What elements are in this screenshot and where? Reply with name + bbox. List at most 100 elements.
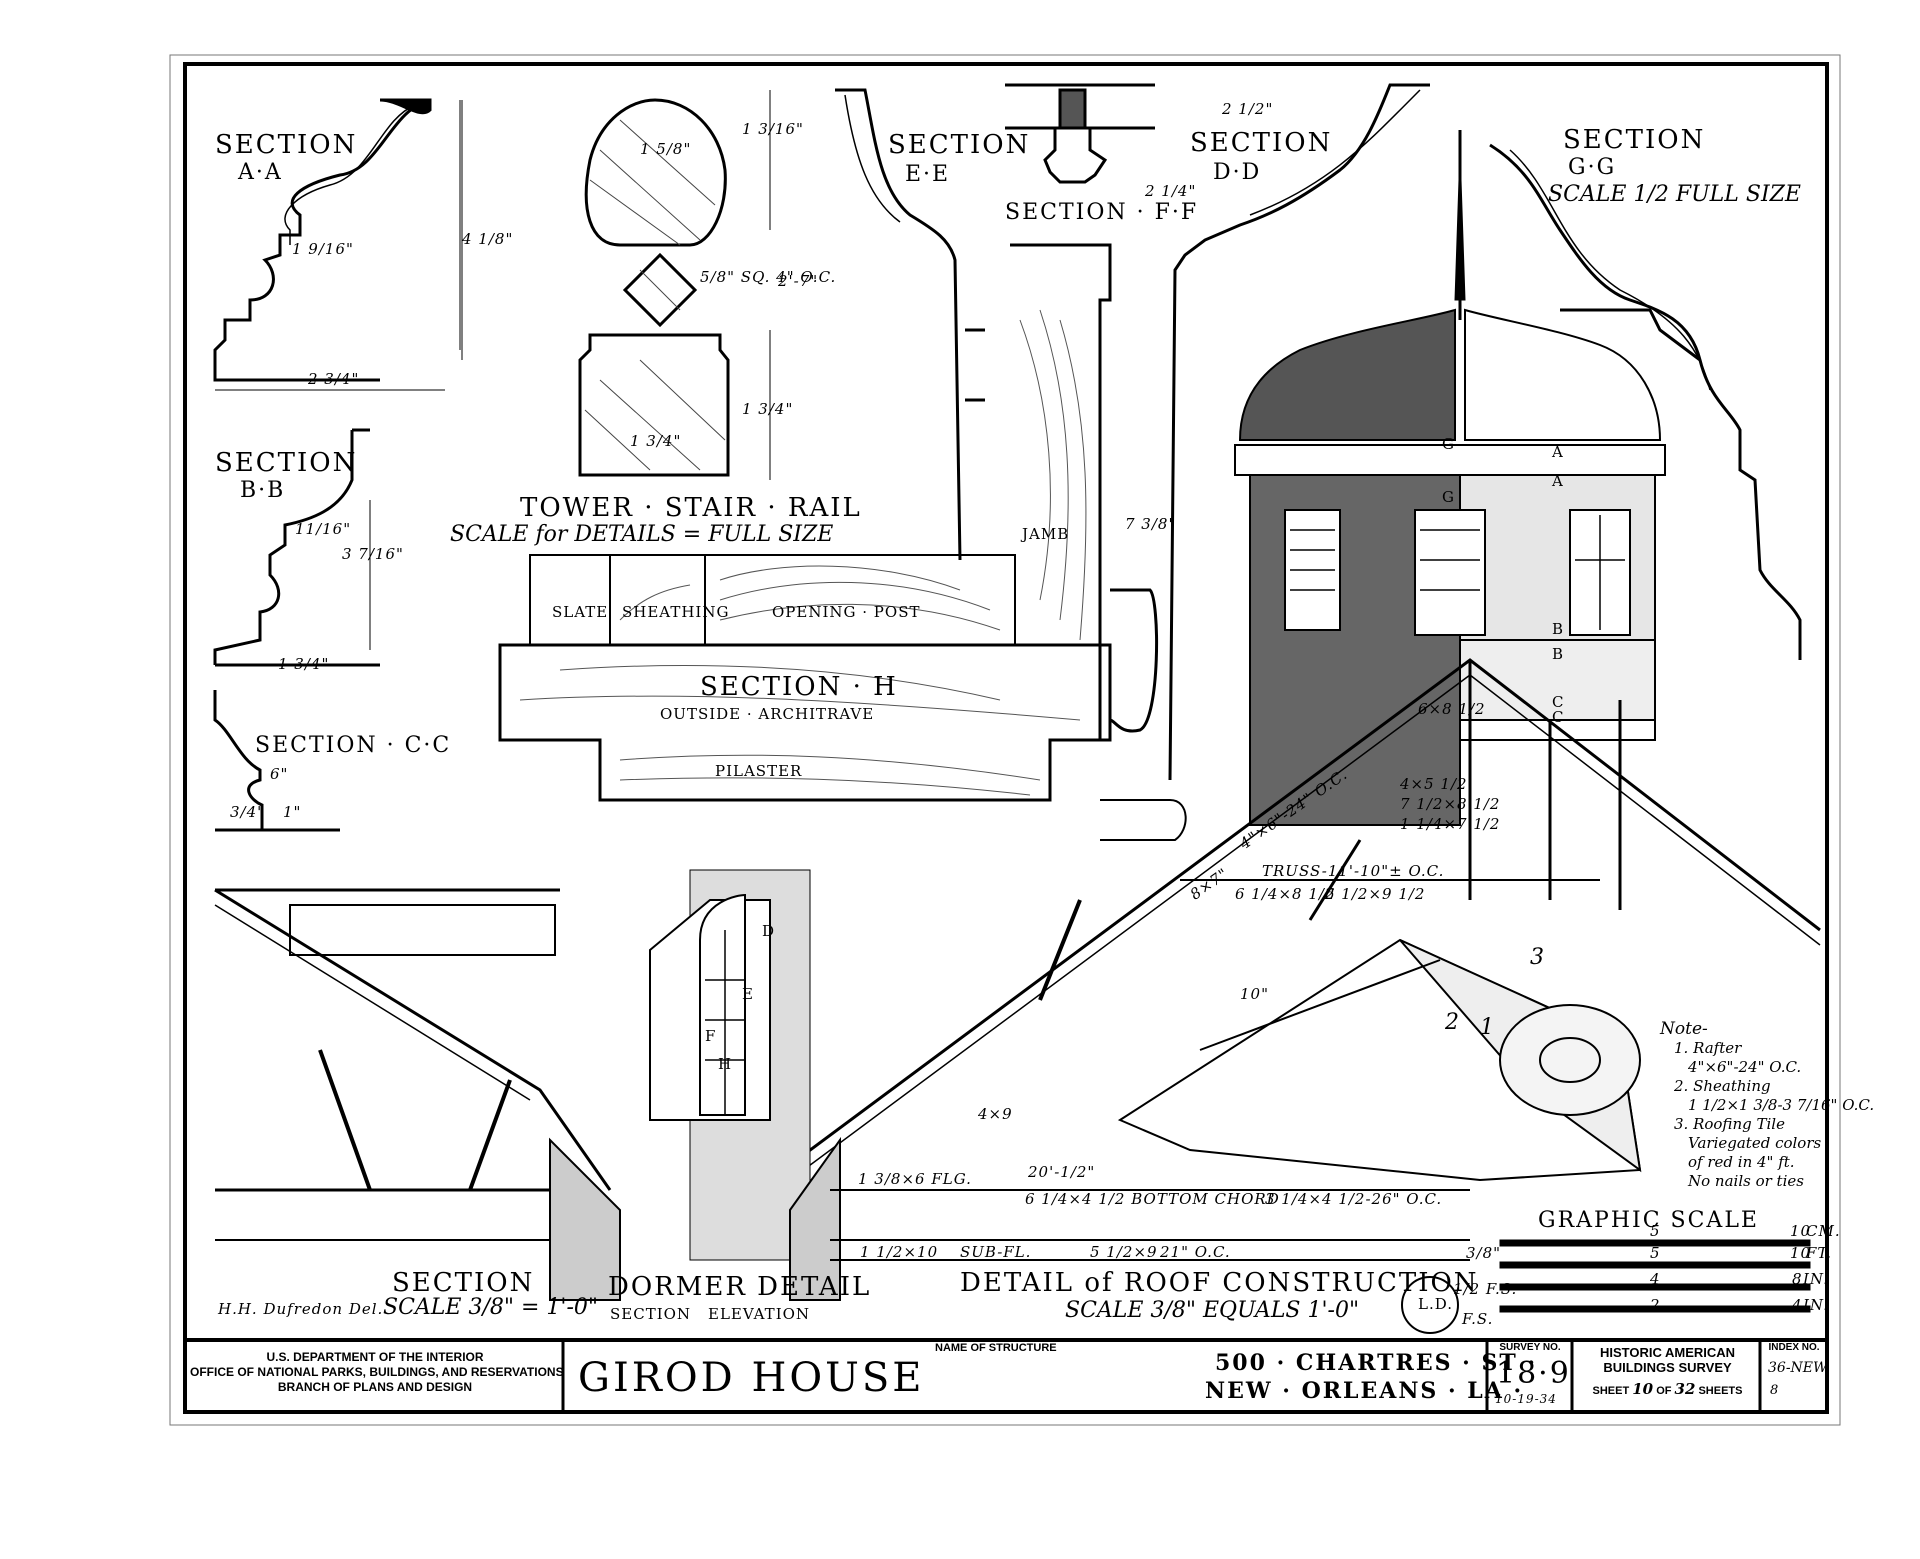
section-h-label-opening-post: OPENING · POST [772,603,921,621]
tower-rail-dim-6: 1 3/4" [742,400,794,418]
index-no: 36-NEW [1768,1360,1828,1376]
section-dd-sub: D·D [1213,160,1262,185]
delineator-stamp [1401,1276,1459,1334]
note-line-2: 4"×6"-24" O.C. [1688,1058,1802,1076]
section-cc-dim-1: 6" [270,765,289,783]
sheet-label: SHEET [1592,1385,1630,1397]
tower-marker-c1: C [1552,693,1565,711]
roof-label-2: 4×5 1/2 [1400,775,1468,793]
survey-date: 10-19-34 [1495,1392,1557,1406]
index-no-label: INDEX NO. [1768,1342,1820,1353]
section-bb-dim-3: 1 3/4" [278,655,330,673]
roofing-note: Note- 1. Rafter 4"×6"-24" O.C. 2. Sheath… [1660,1020,1874,1191]
tower-rail-scale: SCALE for DETAILS = FULL SIZE [450,522,834,547]
section-ff-profile [1005,83,1155,184]
roof-label-10: 10" [1240,985,1269,1003]
name-of-structure-label: NAME OF STRUCTURE [935,1342,1057,1354]
agency-line-1: U.S. DEPARTMENT OF THE INTERIOR [266,1350,484,1364]
note-line-6: Variegated colors [1688,1134,1822,1152]
roof-label-15: 3 1/4×4 1/2-26" O.C. [1265,1190,1443,1208]
tower-rail-dim-1: 1 5/8" [640,140,692,158]
scale-row2-label: 3/8" [1466,1244,1502,1262]
tower-marker-b1: B [1552,620,1565,638]
note-line-8: No nails or ties [1688,1172,1804,1190]
roof-caption-title: DETAIL of ROOF CONSTRUCTION [960,1268,1479,1298]
floor-framing [830,1189,1470,1261]
index-sub: 8 [1770,1383,1779,1398]
sheet-border [183,62,1829,1414]
note-line-1: 1. Rafter [1674,1039,1742,1057]
address-line-2: NEW · ORLEANS · LA · [1205,1378,1524,1404]
sheet-total: 32 [1674,1380,1696,1398]
dormer-drawing [549,869,841,1301]
scale-row3-mid: 4 [1650,1270,1661,1288]
tower-rail-title: TOWER · STAIR · RAIL [520,493,862,523]
scale-row4-end: 4 [1792,1296,1803,1314]
perspective-marker-3: 3 [1530,945,1544,970]
dormer-marker-d: D [762,922,776,940]
scale-row2-end: 10 [1790,1244,1812,1262]
left-section-truss [214,888,612,1241]
roof-label-1: 6×8 1/2 [1418,700,1486,718]
section-cc-title: SECTION · C·C [255,733,452,758]
of-label: OF [1656,1385,1672,1397]
tower-marker-g2: G [1442,488,1455,506]
section-bb-dim-1: 11/16" [295,520,352,538]
scale-row4-mid: 2 [1650,1296,1661,1314]
note-line-4: 1 1/2×1 3/8-3 7/16" O.C. [1688,1096,1875,1114]
tower-marker-a2: A [1552,472,1564,490]
roof-label-11: 4×9 [978,1105,1013,1123]
survey-no: 18·9 [1496,1356,1571,1391]
tower-rail-dim-4: 2'-7" [778,272,819,290]
tower-rail-dim-5: 1 3/4" [630,432,682,450]
roof-label-12: 1 3/8×6 FLG. [858,1170,972,1188]
program-line-1: HISTORIC AMERICAN [1599,1345,1736,1360]
note-title: Note- [1660,1019,1708,1039]
section-aa-sub: A·A [238,160,283,185]
section-cc-dim-3: 3/4" [230,803,266,821]
tower-marker-c2: C [1552,708,1565,726]
tower-marker-g1: G [1442,435,1455,453]
sheet-count: SHEET 10 OF 32 SHEETS [1575,1380,1760,1398]
section-bb-title: SECTION [215,448,358,478]
section-bb-dim-2: 3 7/16" [342,545,404,563]
agency-line-3: BRANCH OF PLANS AND DESIGN [277,1380,473,1394]
dormer-caption-title: DORMER DETAIL [608,1272,872,1302]
tower-stair-rail-drawing [459,90,771,480]
roof-label-4: 1 1/4×7 1/2 [1400,815,1501,833]
section-aa-dim-2: 4 1/8" [462,230,514,248]
scale-row1-end: 10 [1790,1222,1812,1240]
note-line-3: 2. Sheathing [1674,1077,1771,1095]
perspective-marker-1: 1 [1480,1015,1494,1040]
section-dd-dim-1: 2 1/2" [1222,100,1274,118]
tower-rail-dim-2: 1 3/16" [742,120,804,138]
section-gg-scale: SCALE 1/2 FULL SIZE [1548,182,1801,207]
section-h-drawing [498,243,1159,802]
scale-row3-end: 8 [1792,1270,1803,1288]
roof-label-13: 20'-1/2" [1028,1163,1096,1181]
tower-rail-dim-3: 5/8" SQ. 4" O.C. [700,268,837,286]
perspective-marker-2: 2 [1445,1010,1459,1035]
scale-row1-mid: 5 [1650,1222,1661,1240]
roof-label-3: 7 1/2×8 1/2 [1400,795,1501,813]
section-aa-profile [213,98,463,391]
note-line-7: of red in 4" ft. [1688,1153,1795,1171]
scale-row3-unit: IN. [1803,1270,1829,1288]
roof-truss [789,658,1821,1181]
stamp-text: L.D. [1418,1295,1453,1313]
roof-label-7: TRUSS-11'-10"± O.C. [1262,862,1445,880]
section-h-title: SECTION · H [700,672,898,702]
sheets-label: SHEETS [1698,1385,1743,1397]
scale-row4-label: F.S. [1462,1310,1494,1328]
tower-marker-a1: A [1552,443,1564,461]
tower-elevation [1234,130,1666,826]
roof-label-8: 6 1/4×8 1/2 [1235,885,1336,903]
section-gg-title: SECTION [1563,125,1706,155]
section-aa-title: SECTION [215,130,358,160]
section-ee-title: SECTION [888,130,1031,160]
section-caption-scale: SCALE 3/8" = 1'-0" [383,1295,598,1320]
section-bb-sub: B·B [240,478,286,503]
section-bb-profile [213,428,380,667]
address-line-1: 500 · CHARTRES · ST · [1215,1350,1538,1376]
paper-edge [169,54,1841,1426]
